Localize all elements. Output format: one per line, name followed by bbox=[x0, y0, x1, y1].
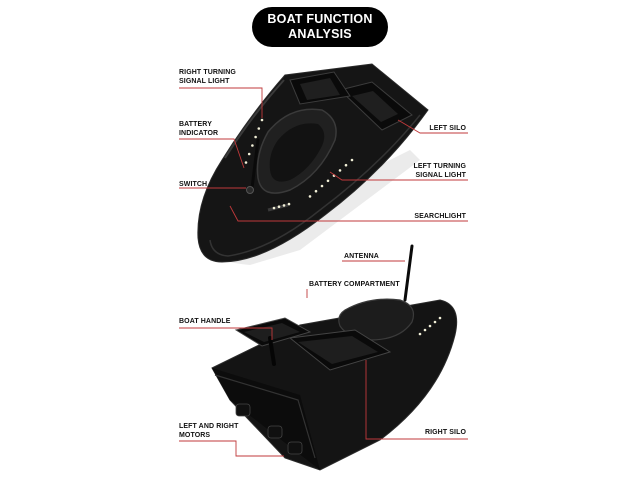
led-bottom-boat-dot bbox=[428, 324, 432, 328]
label-left-turning-signal-light: LEFT TURNING SIGNAL LIGHT bbox=[413, 163, 466, 179]
callout-lines bbox=[179, 87, 468, 457]
led-right-signal-dot bbox=[254, 135, 257, 139]
bottom-boat-hatch bbox=[338, 298, 415, 341]
label-switch: SWITCH bbox=[179, 181, 208, 188]
label-boat-handle: BOAT HANDLE bbox=[179, 318, 231, 325]
led-right-signal-dot bbox=[257, 127, 261, 130]
title-line-1: BOAT FUNCTION bbox=[267, 12, 373, 26]
led-searchlight-dot bbox=[282, 204, 286, 207]
led-right-signal-dot bbox=[244, 161, 248, 164]
led-left-signal-dot bbox=[320, 184, 324, 188]
label-battery-compartment: BATTERY COMPARTMENT bbox=[309, 281, 400, 288]
led-right-signal-dot bbox=[251, 144, 254, 147]
bottom-boat-handle bbox=[268, 336, 276, 366]
led-bottom-boat-dot bbox=[423, 328, 427, 332]
led-left-signal-dot bbox=[326, 179, 330, 183]
led-searchlight-dot bbox=[277, 205, 281, 208]
label-left-silo: LEFT SILO bbox=[429, 125, 466, 132]
led-bottom-boat-dot bbox=[418, 332, 422, 336]
leader-right-turning-signal-light bbox=[179, 87, 263, 118]
bottom-boat-motors bbox=[235, 403, 303, 455]
led-right-signal-dot bbox=[247, 152, 251, 156]
top-boat-antenna bbox=[250, 138, 260, 190]
top-boat-switch bbox=[246, 186, 254, 194]
led-left-signal-dot bbox=[314, 189, 318, 193]
led-lights bbox=[244, 118, 442, 336]
led-bottom-boat-dot bbox=[433, 320, 437, 324]
label-searchlight: SEARCHLIGHT bbox=[414, 213, 466, 220]
title-line-2: ANALYSIS bbox=[288, 27, 352, 41]
leader-left-turning-signal-light bbox=[329, 171, 468, 181]
led-searchlight-dot bbox=[287, 202, 291, 206]
led-left-signal-dot bbox=[344, 163, 348, 167]
bottom-boat-illustration bbox=[211, 244, 458, 471]
led-searchlight-dot bbox=[272, 206, 276, 210]
label-battery-indicator: BATTERY INDICATOR bbox=[179, 121, 219, 137]
top-boat-illustration bbox=[197, 63, 429, 265]
label-right-turning-signal-light: RIGHT TURNING SIGNAL LIGHT bbox=[179, 69, 236, 85]
bottom-boat-antenna bbox=[403, 244, 414, 302]
led-left-signal-dot bbox=[350, 158, 354, 162]
leader-left-silo bbox=[397, 119, 468, 134]
led-left-signal-dot bbox=[338, 169, 342, 172]
leader-left-and-right-motors bbox=[179, 440, 284, 457]
label-antenna: ANTENNA bbox=[344, 253, 379, 260]
leader-searchlight bbox=[229, 205, 468, 222]
title-badge: BOAT FUNCTION ANALYSIS bbox=[252, 7, 388, 47]
led-bottom-boat-dot bbox=[438, 316, 442, 320]
label-left-and-right-motors: LEFT AND RIGHT MOTORS bbox=[179, 423, 239, 439]
leader-right-silo bbox=[365, 360, 468, 440]
leader-boat-handle bbox=[179, 327, 273, 340]
led-right-signal-dot bbox=[260, 118, 264, 122]
leader-battery-indicator bbox=[179, 138, 245, 169]
led-left-signal-dot bbox=[308, 195, 312, 198]
label-right-silo: RIGHT SILO bbox=[424, 429, 466, 436]
